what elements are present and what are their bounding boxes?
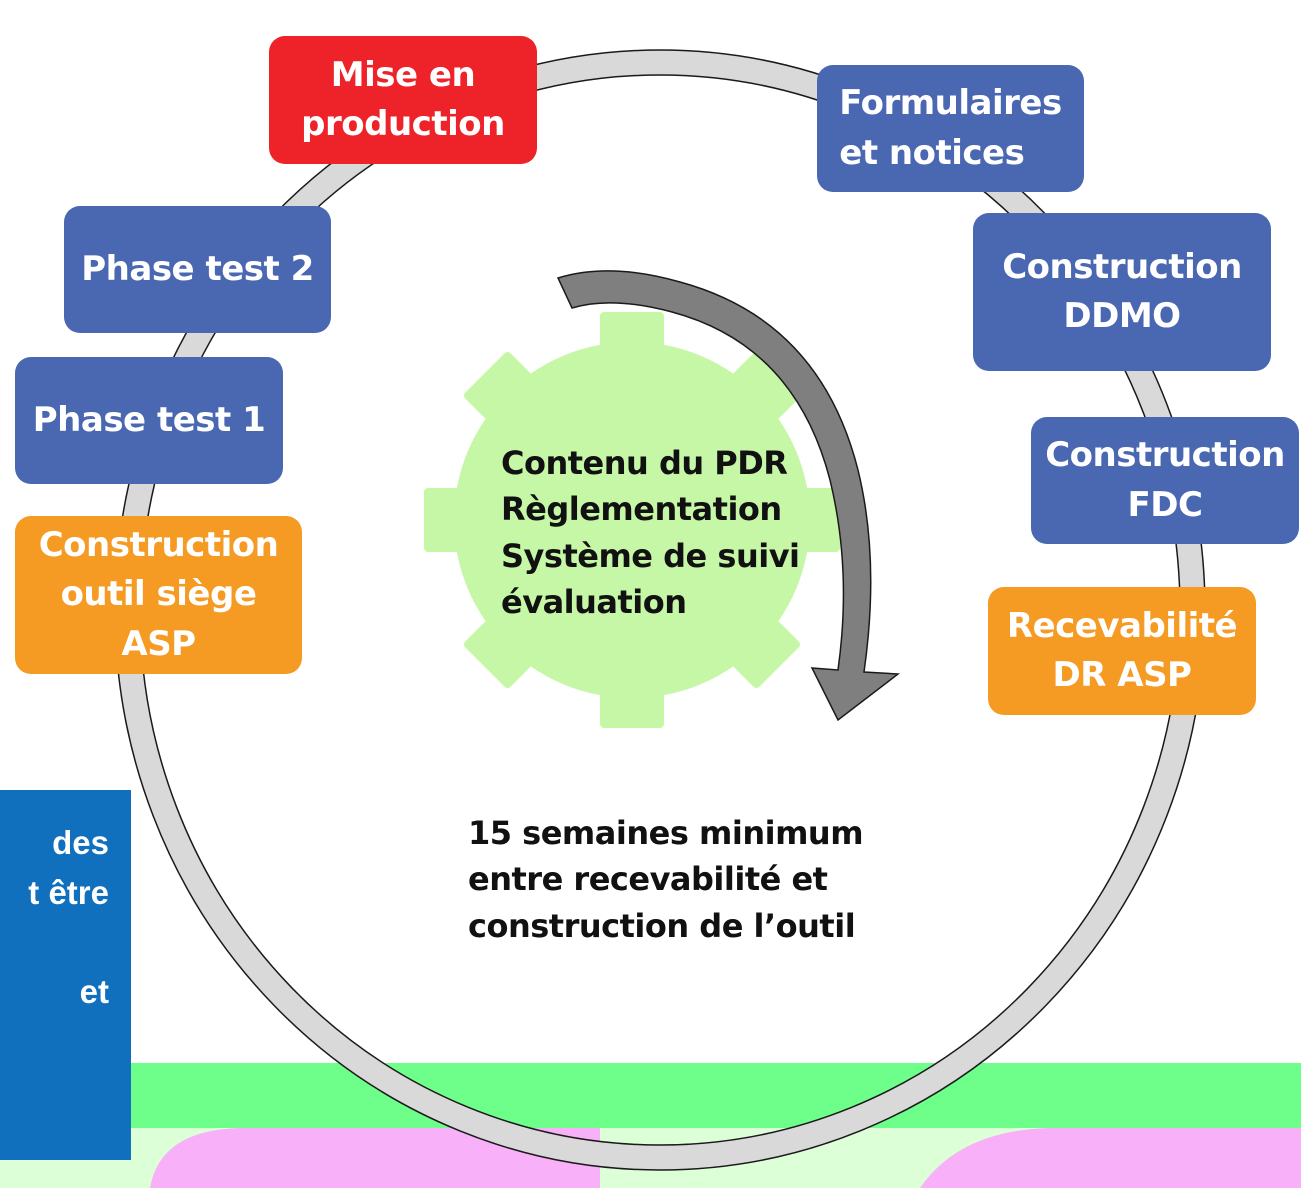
- curved-arrow: [556, 270, 901, 722]
- step-mise-en-production: Mise en production: [269, 36, 537, 164]
- step-formulaires-notices: Formulaires et notices: [817, 65, 1084, 192]
- duration-text: 15 semaines minimum entre recevabilité e…: [468, 814, 864, 945]
- step-label: Construction outil siège ASP: [38, 525, 279, 664]
- step-construction-fdc: Construction FDC: [1031, 417, 1299, 544]
- step-recevabilite-dr-asp: Recevabilité DR ASP: [988, 587, 1256, 715]
- step-label: Recevabilité DR ASP: [1006, 605, 1238, 695]
- green-band: [0, 1063, 1301, 1128]
- step-label: Formulaires et notices: [839, 83, 1062, 173]
- gear-icon: [424, 312, 840, 728]
- pink-shape-left: [150, 1128, 600, 1188]
- side-panel: des t être et: [0, 790, 131, 1160]
- side-panel-text: des t être et: [28, 824, 109, 1010]
- step-label: Mise en production: [301, 54, 505, 144]
- step-label: Construction FDC: [1045, 435, 1285, 525]
- step-label: Phase test 2: [81, 248, 314, 289]
- gear-text: Contenu du PDR Règlementation Système de…: [501, 444, 800, 622]
- step-label: Construction DDMO: [1002, 246, 1242, 336]
- step-construction-ddmo: Construction DDMO: [973, 213, 1271, 371]
- step-phase-test-1: Phase test 1: [15, 357, 283, 484]
- pink-shape-right: [920, 1128, 1301, 1188]
- step-construction-outil-siege: Construction outil siège ASP: [15, 516, 302, 674]
- step-phase-test-2: Phase test 2: [64, 206, 331, 333]
- step-label: Phase test 1: [32, 399, 266, 440]
